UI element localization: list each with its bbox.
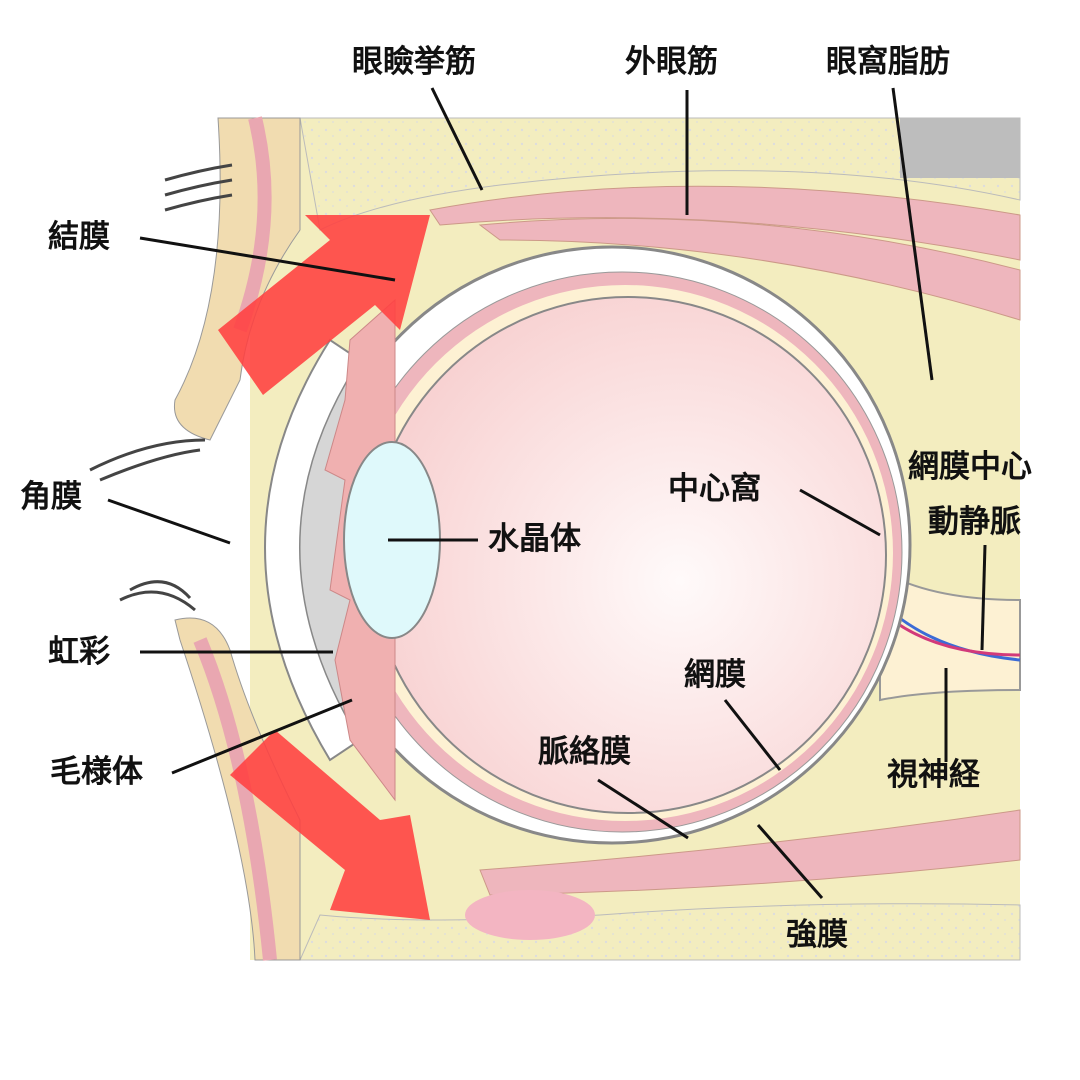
label-iris: 虹彩: [48, 634, 110, 670]
label-sclera: 強膜: [786, 917, 848, 953]
label-central-vessels-2: 動静脈: [928, 504, 1021, 540]
label-optic-nerve: 視神経: [887, 757, 980, 793]
leader-lines: [107, 87, 987, 899]
label-cornea: 角膜: [20, 479, 82, 515]
arrow-down-icon: [230, 730, 430, 920]
label-conjunctiva: 結膜: [48, 219, 110, 255]
label-choroid: 脈絡膜: [538, 734, 631, 770]
upper-bone: [299, 117, 1021, 231]
label-orbital-fat: 眼窩脂肪: [826, 44, 950, 80]
inferior-rectus: [479, 809, 1021, 896]
label-extraocular: 外眼筋: [625, 44, 718, 80]
label-levator: 眼瞼挙筋: [352, 44, 476, 80]
optic-nerve: [879, 568, 1021, 702]
upper-bone-shadow: [900, 118, 1020, 178]
superior-rectus: [478, 217, 1021, 321]
lower-bone: [299, 903, 1021, 961]
eyelashes: [89, 163, 233, 612]
label-fovea: 中心窩: [668, 471, 761, 507]
label-ciliary: 毛様体: [50, 754, 143, 790]
arrow-up-icon: [218, 215, 430, 395]
lower-muscle: [465, 890, 595, 940]
levator-muscle: [429, 185, 1021, 261]
label-lens: 水晶体: [488, 521, 581, 557]
label-central-vessels-1: 網膜中心: [908, 449, 1032, 485]
label-retina: 網膜: [684, 657, 746, 693]
